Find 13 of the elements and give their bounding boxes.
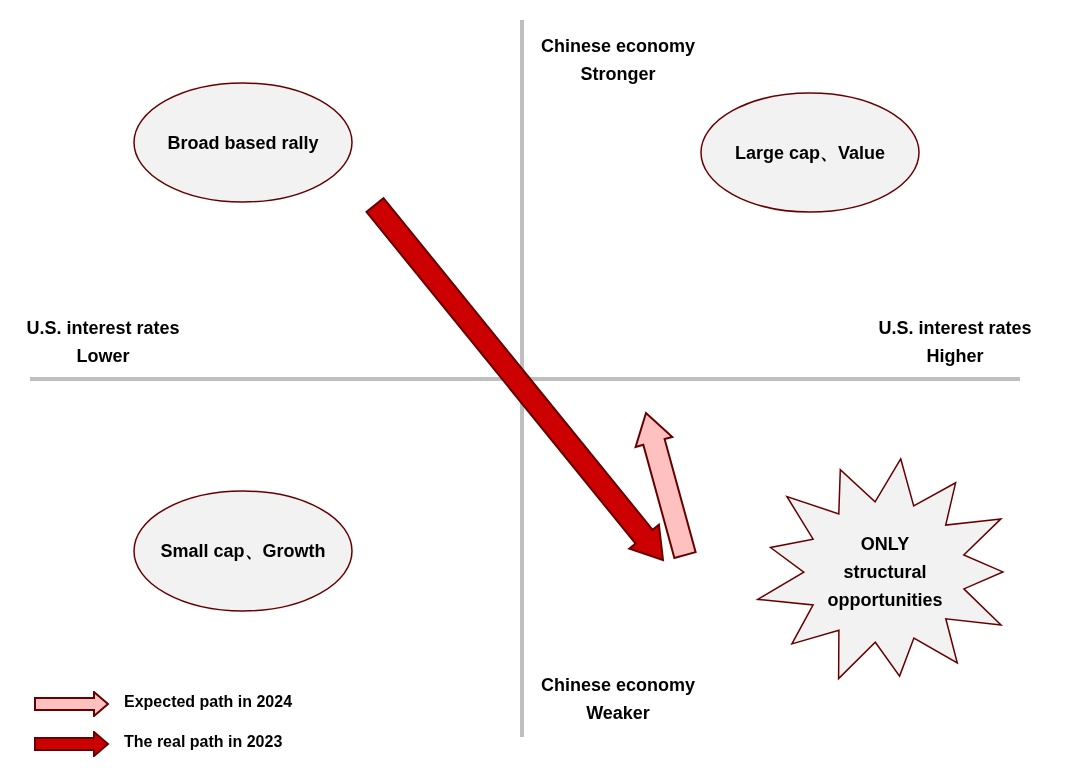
legend-text: The real path in 2023 [124, 733, 283, 751]
axis-label: U.S. interest rates Higher [877, 317, 1033, 368]
category-ellipse [700, 92, 920, 213]
legend-text: Expected path in 2024 [124, 693, 293, 711]
node-text: ONLY structural opportunities [826, 533, 944, 612]
node-text: Small cap、Growth [160, 540, 326, 563]
node-text: Broad based rally [167, 131, 319, 155]
axis-label: Chinese economy Stronger [539, 35, 696, 86]
category-ellipse [133, 490, 353, 612]
axis-label: Chinese economy Weaker [539, 674, 696, 725]
node-text: Large cap、Value [734, 141, 886, 165]
axis-label: U.S. interest rates Lower [25, 317, 181, 368]
category-ellipse [133, 82, 353, 203]
